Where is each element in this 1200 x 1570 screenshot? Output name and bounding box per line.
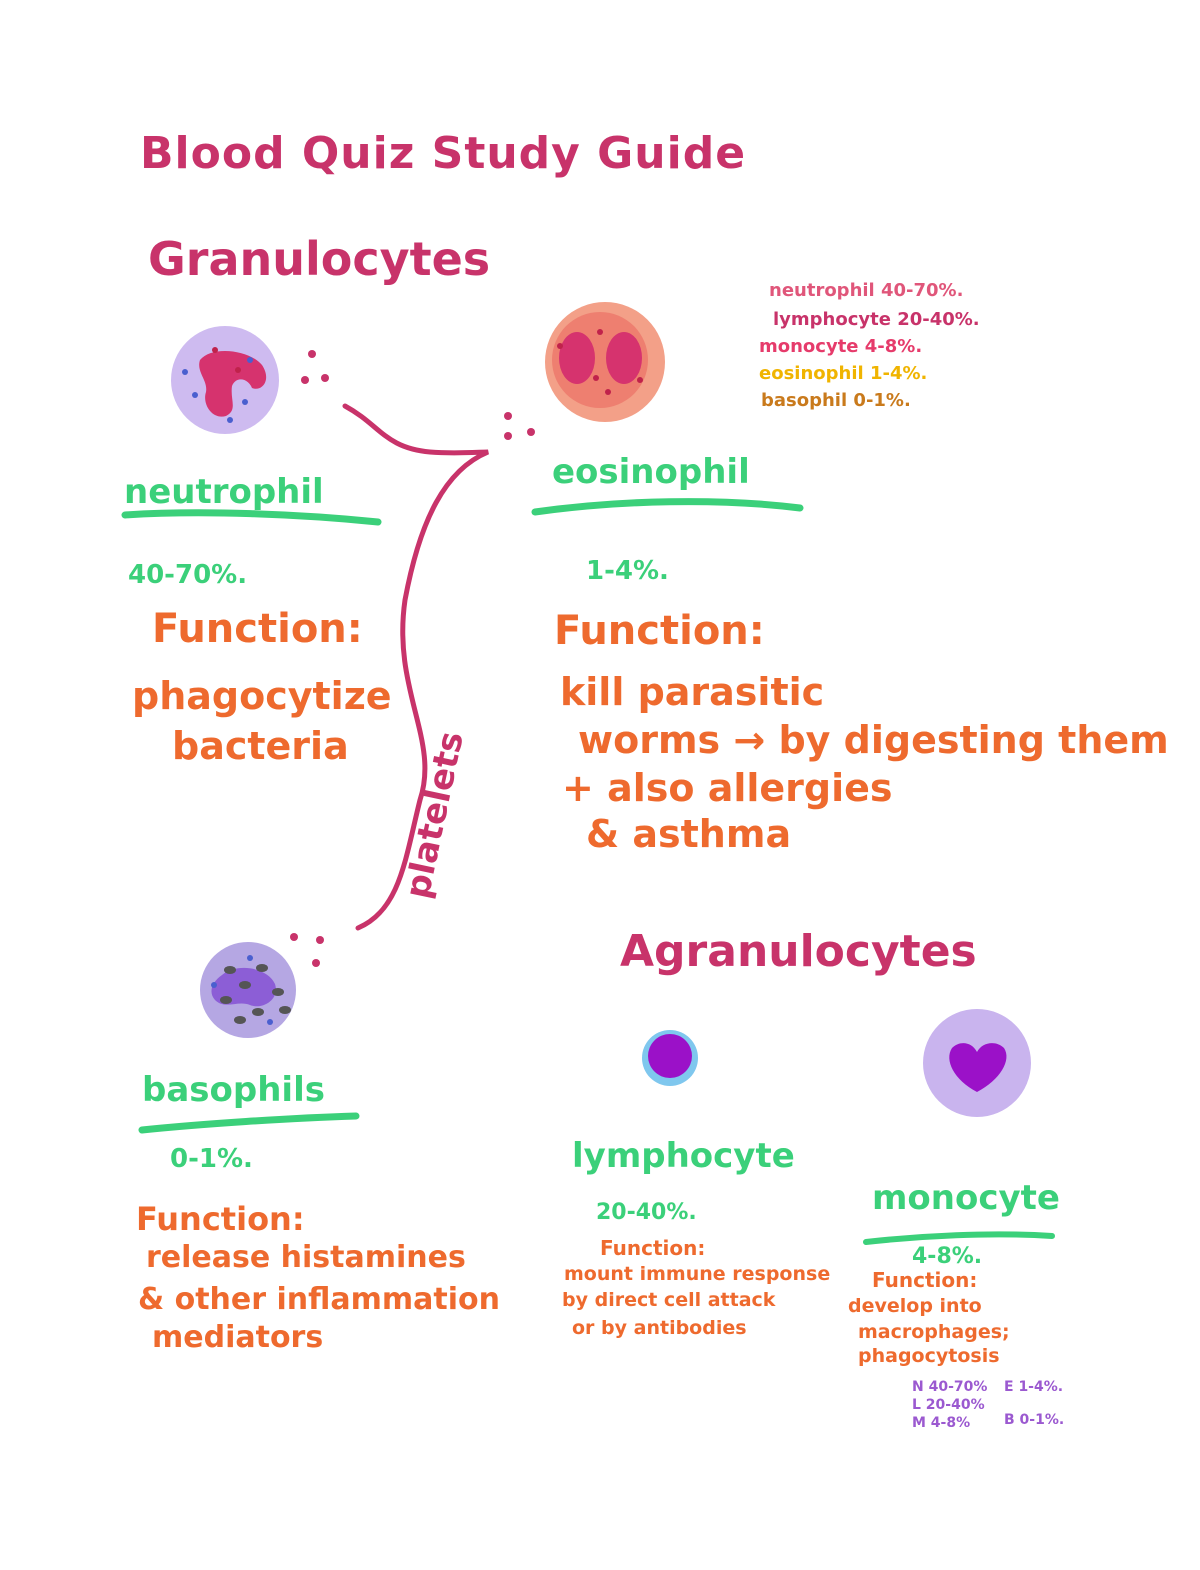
granulocytes-heading: Granulocytes bbox=[148, 232, 491, 286]
basophil-function-label: Function: bbox=[136, 1200, 305, 1238]
neutrophil-underline bbox=[121, 509, 382, 526]
lymphocyte-percent: 20-40%. bbox=[596, 1200, 697, 1225]
eosinophil-function-label: Function: bbox=[554, 608, 765, 654]
eosinophil-function-line-1: kill parasitic bbox=[560, 670, 825, 714]
monocyte-name: monocyte bbox=[872, 1178, 1060, 1218]
neutrophil-dots bbox=[301, 350, 329, 384]
eosinophil-underline bbox=[531, 498, 804, 516]
neutrophil-cell-icon bbox=[171, 326, 279, 434]
eosinophil-function-line-4: & asthma bbox=[586, 812, 792, 856]
eosinophil-function-line-2: worms → by digesting them bbox=[578, 718, 1169, 762]
abbreviation-key: N 40-70% L 20-40% M 4-8% bbox=[912, 1380, 987, 1431]
legend-basophil: basophil 0-1%. bbox=[761, 390, 911, 411]
key-e: E 1-4%. bbox=[1004, 1379, 1064, 1395]
basophil-name: basophils bbox=[142, 1070, 325, 1110]
lymphocyte-function-label: Function: bbox=[600, 1236, 706, 1260]
basophil-underline bbox=[138, 1112, 360, 1134]
lymphocyte-function-line-3: or by antibodies bbox=[572, 1317, 747, 1339]
basophil-function-line-1: release histamines bbox=[146, 1240, 466, 1275]
monocyte-function-label: Function: bbox=[872, 1268, 978, 1292]
lymphocyte-function-line-1: mount immune response bbox=[564, 1263, 831, 1285]
monocyte-underline bbox=[863, 1231, 1055, 1245]
page-title: Blood Quiz Study Guide bbox=[140, 128, 747, 179]
legend-neutrophil: neutrophil 40-70%. bbox=[769, 280, 964, 301]
legend-monocyte: monocyte 4-8%. bbox=[759, 336, 923, 357]
lymphocyte-function-line-2: by direct cell attack bbox=[562, 1289, 776, 1311]
monocyte-function-line-2: macrophages; bbox=[858, 1321, 1010, 1343]
neutrophil-function-line-2: bacteria bbox=[172, 724, 349, 768]
platelets-connector bbox=[342, 403, 489, 931]
basophil-function-line-2: & other inflammation bbox=[138, 1282, 500, 1317]
monocyte-cell-icon bbox=[923, 1009, 1031, 1117]
key-m: M 4-8% bbox=[912, 1415, 971, 1431]
eosinophil-name: eosinophil bbox=[552, 452, 750, 492]
eosinophil-function-line-3: + also allergies bbox=[562, 766, 893, 810]
agranulocytes-heading: Agranulocytes bbox=[620, 926, 977, 977]
key-n: N 40-70% bbox=[912, 1379, 988, 1395]
monocyte-function-line-3: phagocytosis bbox=[858, 1345, 1000, 1367]
neutrophil-name: neutrophil bbox=[124, 472, 324, 512]
neutrophil-percent: 40-70%. bbox=[128, 560, 248, 590]
abbreviation-key-right: E 1-4%. B 0-1%. bbox=[1004, 1380, 1064, 1428]
basophil-cell-icon bbox=[200, 942, 296, 1038]
neutrophil-function-line-1: phagocytize bbox=[132, 674, 392, 718]
eosinophil-dots bbox=[504, 412, 535, 440]
basophil-percent: 0-1%. bbox=[170, 1144, 253, 1174]
eosinophil-cell-icon bbox=[545, 302, 665, 422]
monocyte-percent: 4-8%. bbox=[912, 1244, 983, 1269]
neutrophil-function-label: Function: bbox=[152, 606, 363, 652]
basophil-function-line-3: mediators bbox=[152, 1320, 324, 1355]
percent-legend: neutrophil 40-70%. lymphocyte 20-40%. mo… bbox=[759, 280, 980, 411]
monocyte-function-line-1: develop into bbox=[848, 1295, 982, 1317]
basophil-dots bbox=[290, 933, 324, 967]
key-b: B 0-1%. bbox=[1004, 1412, 1065, 1428]
key-l: L 20-40% bbox=[912, 1397, 985, 1413]
legend-lymphocyte: lymphocyte 20-40%. bbox=[773, 309, 980, 330]
legend-eosinophil: eosinophil 1-4%. bbox=[759, 363, 928, 384]
lymphocyte-cell-icon bbox=[642, 1030, 698, 1086]
lymphocyte-name: lymphocyte bbox=[572, 1136, 795, 1176]
eosinophil-percent: 1-4%. bbox=[586, 556, 669, 586]
